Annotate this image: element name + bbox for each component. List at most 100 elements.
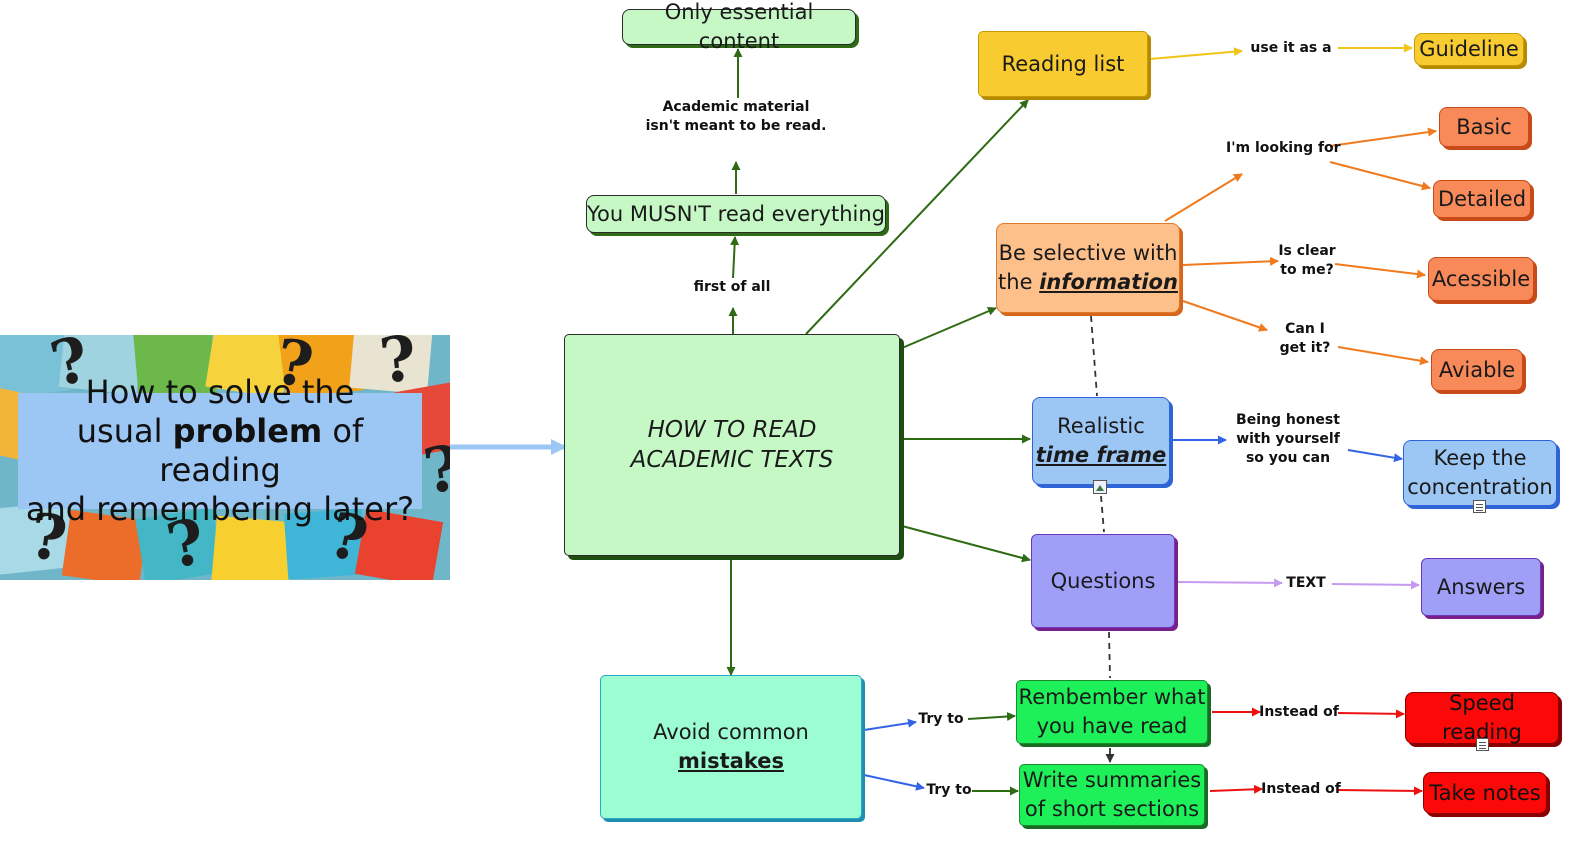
summaries-to-instead2: [1209, 784, 1263, 794]
remember-line-2: you have read: [1036, 714, 1188, 738]
selective-to-looking-label: [1164, 173, 1243, 222]
looking-label-to-detailed: [1329, 161, 1431, 191]
questions-to-text-label: [1177, 578, 1283, 588]
label-instead-of-2: Instead of: [1261, 781, 1341, 797]
speed-node[interactable]: Speed reading: [1405, 691, 1559, 744]
central-line-2: ACADEMIC TEXTS: [630, 447, 834, 473]
can-label-to-available: [1337, 346, 1429, 366]
selective-to-can-label: [1182, 300, 1268, 332]
label-is-clear-line-1: Is clear: [1278, 243, 1336, 259]
notes-node[interactable]: Take notes: [1423, 772, 1547, 814]
note-attachment-icon[interactable]: [1473, 500, 1486, 513]
label-instead-of-1: Instead of: [1259, 704, 1339, 720]
concentration-line-1: Keep the: [1433, 446, 1527, 470]
timeframe-line-2-em: time frame: [1035, 443, 1167, 467]
selective-to-clear-label: [1182, 256, 1279, 266]
selective-line-2-em: information: [1039, 270, 1178, 294]
essential-label: Only essential content: [664, 0, 814, 53]
looking-label-to-basic: [1329, 127, 1437, 147]
mistakes-to-try2: [863, 774, 925, 791]
summaries-line-1: Write summaries: [1022, 768, 1202, 792]
hero-caption: How to solve the usual problem of readin…: [18, 373, 422, 528]
essential-node[interactable]: Only essential content: [622, 0, 856, 53]
musnt-label: You MUSN'T read everything: [587, 201, 885, 226]
notes-label: Take notes: [1429, 780, 1541, 805]
questions-remember-relation: [1108, 631, 1111, 679]
hero-line-2-post: of reading: [159, 412, 364, 489]
question-mark-glyph: ?: [419, 430, 450, 509]
timeframe-questions-relation: [1100, 495, 1105, 533]
label-try-to-1: Try to: [918, 711, 964, 727]
available-node[interactable]: Aviable: [1431, 349, 1523, 391]
summaries-node[interactable]: Write summaries of short sections: [1019, 764, 1205, 826]
label-text: TEXT: [1286, 575, 1326, 591]
label-honest-line-1: Being honest: [1236, 412, 1340, 428]
label-can-i-line-2: get it?: [1279, 340, 1331, 356]
label-can-i: Can I get it?: [1270, 320, 1340, 358]
central-to-questions: [901, 525, 1031, 563]
hero-line-1: How to solve the: [85, 373, 355, 411]
central-to-reading-list: [805, 99, 1029, 335]
instead1-to-speed: [1337, 709, 1405, 719]
remember-line-1: Rembember what: [1018, 685, 1206, 709]
text-label-to-answers: [1331, 580, 1420, 590]
central-topic[interactable]: HOW TO READ ACADEMIC TEXTS: [564, 334, 900, 556]
hero-line-2-pre: usual: [76, 412, 173, 450]
basic-node[interactable]: Basic: [1439, 107, 1529, 147]
mistakes-node[interactable]: Avoid common mistakes: [600, 675, 862, 819]
hero-line-2-bold: problem: [172, 412, 323, 450]
questions-label: Questions: [1050, 568, 1156, 593]
accessible-node[interactable]: Acessible: [1428, 257, 1534, 301]
concentration-line-2: concentration: [1407, 475, 1553, 499]
instead2-to-notes: [1337, 786, 1423, 796]
label-is-clear-line-2: to me?: [1280, 262, 1334, 278]
selective-node[interactable]: Be selective with the information: [996, 223, 1180, 313]
basic-label: Basic: [1456, 114, 1512, 139]
mistakes-pre: Avoid common: [653, 720, 809, 744]
timeframe-line-1: Realistic: [1057, 414, 1145, 438]
label-use-it: use it as a: [1250, 40, 1332, 56]
reading-list-to-use-label: [1149, 47, 1243, 60]
note-attachment-icon[interactable]: [1476, 738, 1489, 751]
summaries-line-2: of short sections: [1024, 797, 1200, 821]
answers-label: Answers: [1436, 574, 1526, 599]
hero-line-2: usual problem of reading: [18, 412, 422, 490]
accessible-label: Acessible: [1431, 266, 1531, 291]
available-label: Aviable: [1438, 357, 1516, 382]
label-can-i-line-1: Can I: [1285, 321, 1325, 337]
label-academic-material: Academic material isn't meant to be read…: [636, 98, 836, 136]
detailed-node[interactable]: Detailed: [1433, 180, 1531, 218]
selective-line-2-pre: the: [998, 270, 1040, 294]
mistakes-to-try1: [863, 718, 917, 731]
musnt-node[interactable]: You MUSN'T read everything: [586, 195, 886, 233]
central-to-selective: [901, 306, 997, 349]
timeframe-node[interactable]: Realistic time frame: [1032, 397, 1170, 485]
label-try-to-2: Try to: [926, 782, 972, 798]
mistakes-label: Avoid common mistakes: [601, 718, 861, 776]
label-is-clear: Is clear to me?: [1272, 242, 1342, 280]
guideline-label: Guideline: [1419, 37, 1519, 61]
selective-line-1: Be selective with: [998, 241, 1178, 265]
detailed-label: Detailed: [1437, 186, 1527, 211]
honest-label-to-concentration: [1347, 449, 1403, 463]
try1-to-remember: [967, 712, 1016, 722]
image-attachment-icon[interactable]: [1093, 480, 1107, 494]
speed-label: Speed reading: [1442, 691, 1522, 744]
label-first-of-all: first of all: [693, 279, 771, 295]
label-honest-line-3: so you can: [1245, 450, 1331, 466]
label-being-honest: Being honest with yourself so you can: [1230, 411, 1346, 468]
remember-node[interactable]: Rembember what you have read: [1016, 680, 1208, 744]
first-label-to-musnt: [730, 236, 740, 279]
answers-node[interactable]: Answers: [1421, 558, 1541, 616]
clear-label-to-accessible: [1334, 263, 1426, 279]
guideline-node[interactable]: Guideline: [1414, 33, 1524, 66]
selective-line-2: the information: [998, 268, 1178, 297]
reading-list-node[interactable]: Reading list: [978, 31, 1148, 97]
questions-node[interactable]: Questions: [1031, 534, 1175, 628]
hero-line-3: and remembering later?: [25, 490, 415, 528]
label-honest-line-2: with yourself: [1236, 431, 1340, 447]
concentration-node[interactable]: Keep the concentration: [1403, 440, 1557, 506]
hero-image: ? ? ? ? ? ? ? How to solve the usual pro…: [0, 335, 450, 580]
